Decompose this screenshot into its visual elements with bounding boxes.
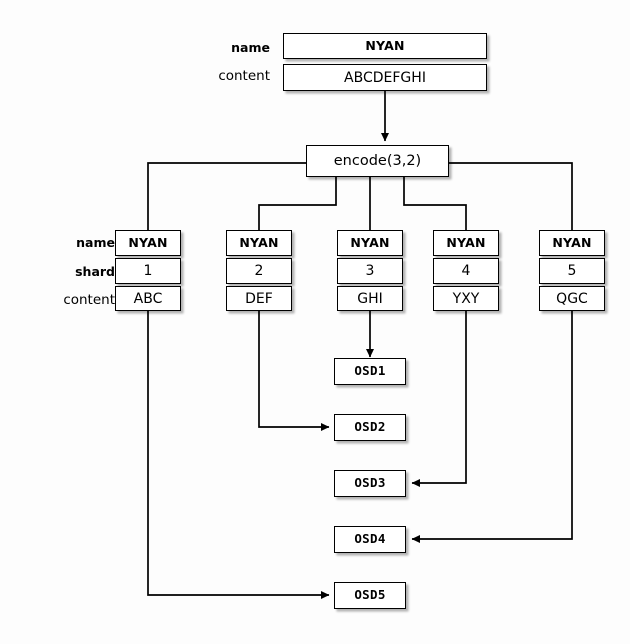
osd-5-node: OSD5	[334, 582, 406, 609]
wire-encode-to-shard2	[258, 177, 337, 230]
shard-row-label-shard: shard	[75, 264, 115, 279]
osd-3-node: OSD3	[334, 470, 406, 497]
object-name-box: NYAN	[283, 33, 487, 59]
osd-1-node: OSD1	[334, 358, 406, 385]
wire-shard5-to-osd4	[411, 310, 573, 544]
shard-row-label-content: content	[63, 292, 115, 308]
shard-3-content: GHI	[337, 286, 403, 311]
shard-3-name: NYAN	[337, 230, 403, 256]
osd-4-node: OSD4	[334, 526, 406, 553]
shard-2-name: NYAN	[226, 230, 292, 256]
wire-encode-to-shard1	[147, 162, 306, 230]
wire-shard1-to-osd5	[147, 310, 330, 600]
wire-shard4-to-osd3	[411, 310, 467, 488]
shard-row-label-name: name	[76, 235, 115, 250]
shard-1-name: NYAN	[115, 230, 181, 256]
wire-shard2-to-osd2	[258, 310, 330, 432]
shard-3-index: 3	[337, 258, 403, 284]
shard-4-name: NYAN	[433, 230, 499, 256]
encode-node: encode(3,2)	[306, 145, 449, 177]
shard-4-content: YXY	[433, 286, 499, 311]
wire-encode-to-shard5	[449, 162, 573, 230]
object-content-box: ABCDEFGHI	[283, 64, 487, 91]
object-content-label: content	[218, 68, 270, 84]
shard-1-index: 1	[115, 258, 181, 284]
osd-2-node: OSD2	[334, 414, 406, 441]
shard-5-content: QGC	[539, 286, 605, 311]
shard-5-index: 5	[539, 258, 605, 284]
shard-4-index: 4	[433, 258, 499, 284]
wire-encode-to-shard4	[403, 177, 467, 230]
shard-2-index: 2	[226, 258, 292, 284]
shard-2-content: DEF	[226, 286, 292, 311]
object-name-label: name	[231, 40, 270, 55]
shard-1-content: ABC	[115, 286, 181, 311]
shard-5-name: NYAN	[539, 230, 605, 256]
